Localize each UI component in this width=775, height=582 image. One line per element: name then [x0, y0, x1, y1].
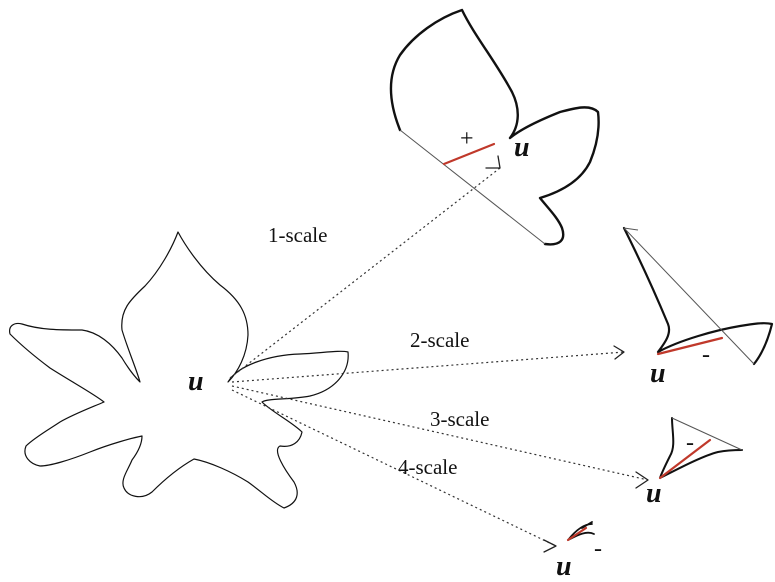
- scale3-arrow: [231, 385, 649, 489]
- main-leaf-outline: [9, 231, 349, 509]
- scale2-arrow: [231, 345, 625, 383]
- scale4-sign: -: [594, 536, 602, 562]
- scale1-chord-line: [399, 129, 546, 245]
- scale2-chord-line: [623, 227, 755, 365]
- scale3-point-label: u: [646, 478, 662, 509]
- scale2-region: [622, 226, 774, 366]
- scale2-arrow-line: [231, 351, 625, 383]
- scale2-point-label: u: [650, 358, 666, 389]
- scale1-red-chord: [442, 142, 496, 166]
- scale1-arrow: [229, 155, 501, 379]
- scale3-red-chord: [658, 438, 712, 480]
- scale4-arrow-head: [543, 539, 557, 553]
- scale4-arrow-line: [231, 389, 557, 547]
- scale2-chord-cap: [623, 227, 639, 231]
- scale4-point-label: u: [556, 551, 572, 582]
- scale1-label: 1-scale: [268, 223, 327, 247]
- scale4-label: 4-scale: [398, 455, 457, 479]
- scale2-outline: [622, 226, 774, 366]
- scale3-sign: -: [686, 430, 694, 456]
- scale1-sign: +: [460, 126, 474, 152]
- scale1-point-label: u: [514, 132, 530, 163]
- scale1-region: [389, 8, 600, 246]
- scale2-red-chord: [656, 336, 724, 356]
- scale1-arrow-head: [485, 155, 501, 169]
- scale3-region: [658, 417, 743, 480]
- scale2-arrow-head: [613, 345, 625, 360]
- scale3-arrow-head: [635, 471, 649, 489]
- scale2-label: 2-scale: [410, 328, 469, 352]
- main-leaf: [9, 231, 349, 509]
- scale3-label: 3-scale: [430, 407, 489, 431]
- scale4-red-chord: [566, 526, 588, 542]
- scale4-region: [566, 521, 595, 542]
- main-point-label: u: [188, 366, 204, 397]
- scale3-arrow-line: [231, 385, 649, 481]
- scale4-arrow: [231, 389, 557, 553]
- scale1-arrow-line: [229, 167, 501, 379]
- scale2-sign: -: [702, 342, 710, 368]
- scale1-leaf-outline: [389, 8, 600, 246]
- scale3-chord-line: [671, 417, 743, 451]
